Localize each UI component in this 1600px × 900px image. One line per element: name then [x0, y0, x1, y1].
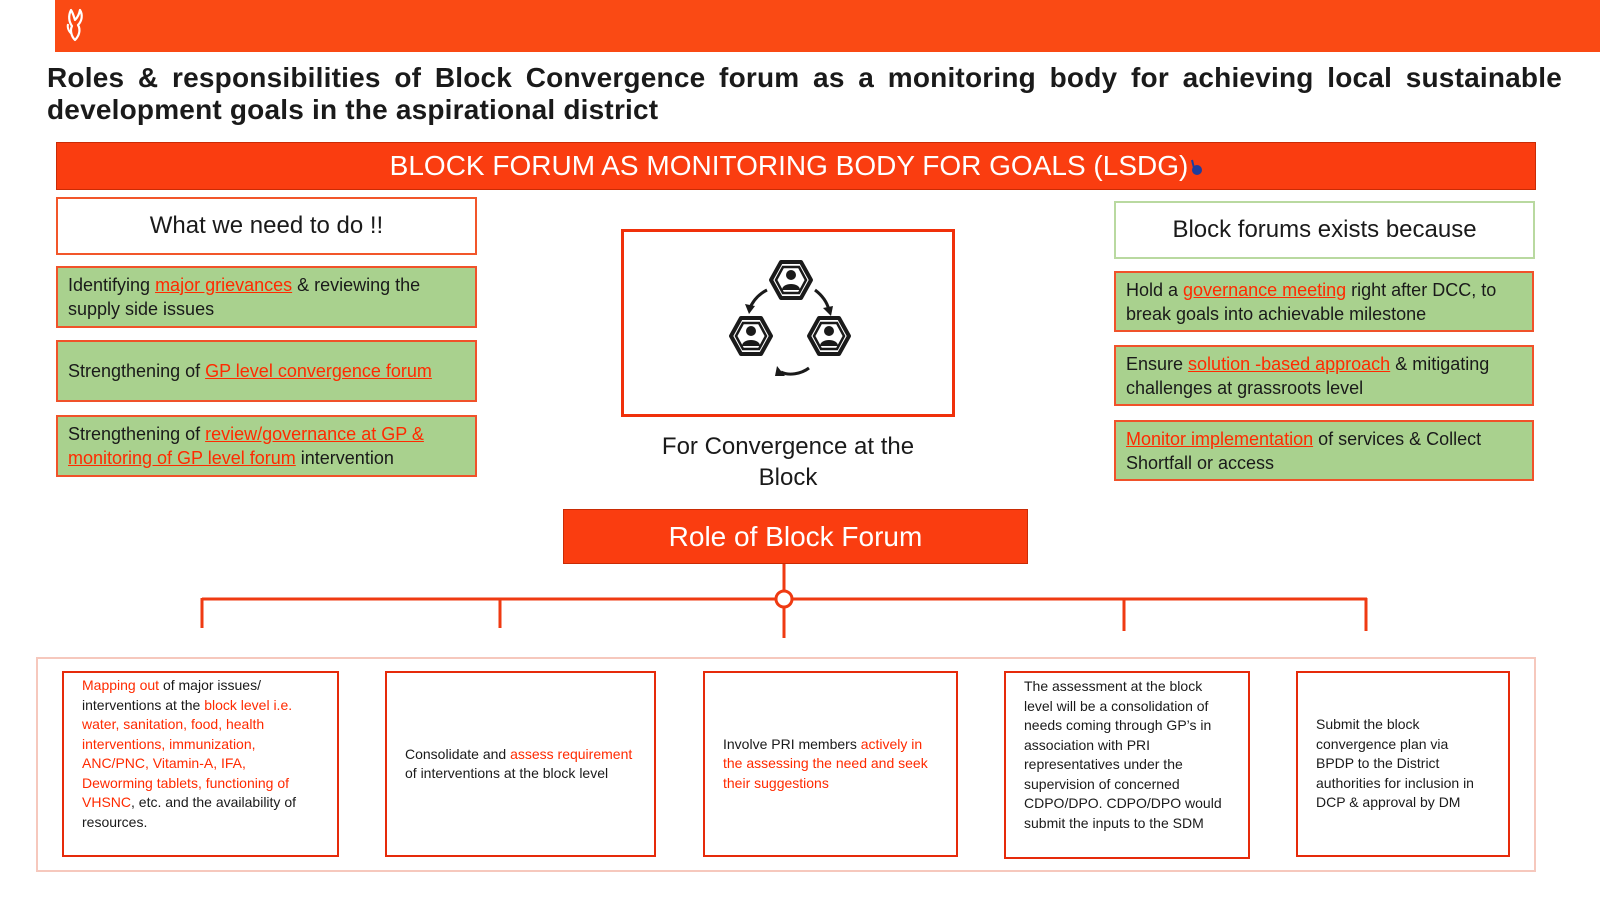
- cards-frame: [36, 657, 1536, 872]
- role-of-block-forum-box: Role of Block Forum: [563, 509, 1028, 564]
- item-text: Identifying: [68, 275, 156, 295]
- item-text: intervention: [295, 448, 394, 468]
- item-text: Hold a: [1126, 279, 1184, 300]
- item-text: & mitigating challenges at grassroots le…: [1126, 353, 1490, 398]
- top-bar: [55, 0, 1600, 52]
- convergence-cycle-icon: [729, 260, 851, 376]
- card-text: of major issues/ interventions at the: [82, 677, 261, 713]
- item-highlight: governance meeting: [1183, 279, 1347, 300]
- center-caption: For Convergence at the Block: [661, 433, 915, 491]
- item-highlight: major grievances: [155, 275, 293, 295]
- left-item-1: Identifying major grievances & reviewing…: [56, 266, 477, 328]
- right-heading: Block forums exists because: [1172, 216, 1477, 243]
- role-card-4: The assessment at the block level will b…: [1004, 671, 1250, 859]
- left-item-3: Strengthening of review/governance at GP…: [56, 415, 477, 477]
- right-heading-box: Block forums exists because: [1114, 201, 1535, 259]
- item-text: & reviewing the supply side issues: [68, 275, 421, 319]
- item-highlight: Monitor implementation: [1126, 428, 1314, 449]
- item-highlight: review/governance at GP & monitoring of …: [68, 424, 424, 468]
- right-item-1: Hold a governance meeting right after DC…: [1114, 271, 1534, 332]
- left-heading-box: What we need to do !!: [56, 197, 477, 255]
- card-highlight: block level i.e. water, sanitation, food…: [82, 696, 293, 811]
- hand-logo-icon: [66, 8, 83, 42]
- card-highlight: assess requirement: [510, 745, 633, 762]
- item-text: of services & Collect Shortfall or acces…: [1126, 428, 1482, 473]
- card-text: The assessment at the block level will b…: [1024, 678, 1222, 831]
- role-card-3: Involve PRI members actively in the asse…: [703, 671, 958, 857]
- page-title: Roles & responsibilities of Block Conver…: [47, 62, 1562, 125]
- card-highlight: actively in the assessing the need and s…: [723, 735, 928, 791]
- left-item-2: Strengthening of GP level convergence fo…: [56, 340, 477, 402]
- role-card-2: Consolidate and assess requirement of in…: [385, 671, 656, 857]
- role-card-5: Submit the block convergence plan via BP…: [1296, 671, 1510, 857]
- role-card-1: Mapping out of major issues/ interventio…: [62, 671, 339, 857]
- item-text: right after DCC, to break goals into ach…: [1126, 279, 1497, 324]
- connector-lines: [200, 564, 1368, 638]
- left-heading: What we need to do !!: [149, 212, 384, 239]
- item-text: Ensure: [1126, 353, 1189, 374]
- item-text: Strengthening of: [68, 424, 206, 444]
- card-text: Submit the block convergence plan via BP…: [1316, 716, 1474, 811]
- item-highlight: solution -based approach: [1188, 353, 1391, 374]
- card-text: Consolidate and: [405, 745, 511, 762]
- right-item-3: Monitor implementation of services & Col…: [1114, 420, 1534, 481]
- pointer-icon: [1191, 159, 1203, 175]
- card-text: , etc. and the availability of resources…: [82, 794, 297, 830]
- section-banner: BLOCK FORUM AS MONITORING BODY FOR GOALS…: [56, 142, 1536, 190]
- item-text: Strengthening of: [68, 361, 206, 381]
- card-text: Involve PRI members: [723, 735, 861, 752]
- item-highlight: GP level convergence forum: [205, 361, 432, 381]
- right-item-2: Ensure solution -based approach & mitiga…: [1114, 345, 1534, 406]
- card-highlight: Mapping out: [82, 677, 160, 693]
- role-box-label: Role of Block Forum: [668, 520, 923, 552]
- connector-node: [774, 589, 794, 609]
- card-text: of interventions at the block level: [405, 765, 609, 781]
- banner-text: BLOCK FORUM AS MONITORING BODY FOR GOALS…: [389, 150, 1189, 181]
- convergence-image-frame: [621, 229, 955, 417]
